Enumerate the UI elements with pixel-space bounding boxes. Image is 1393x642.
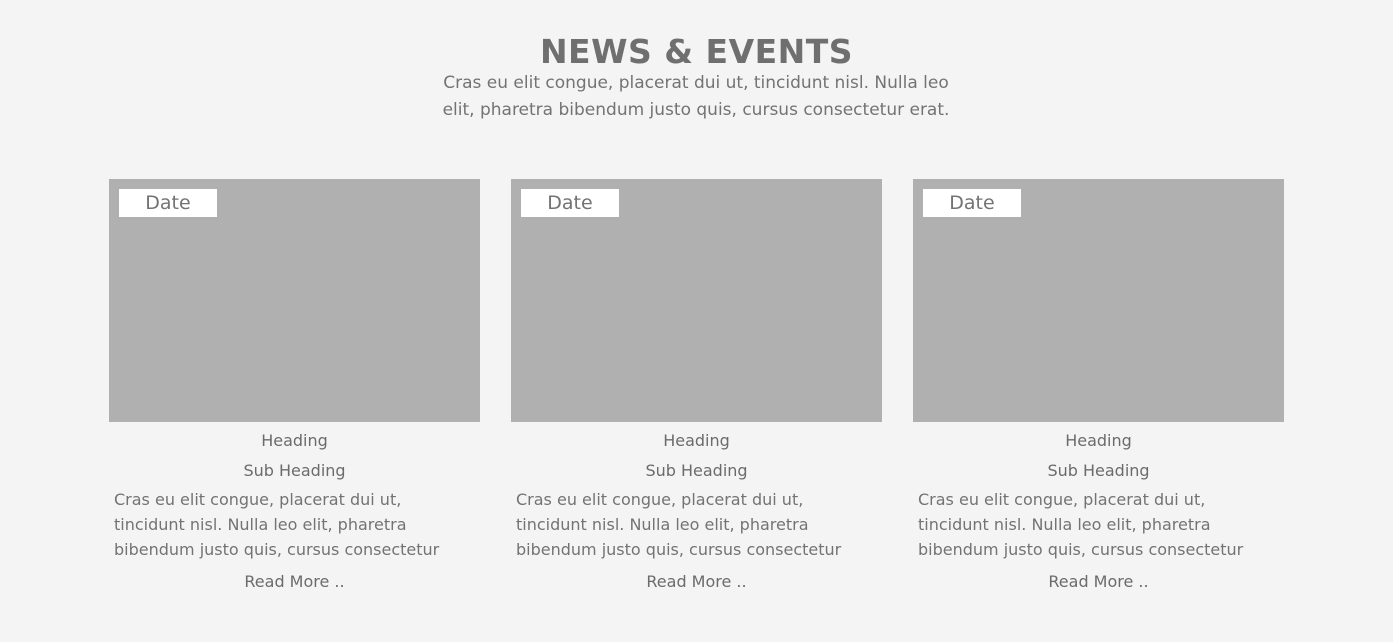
date-badge: Date (923, 189, 1021, 217)
news-card: Date Heading Sub Heading Cras eu elit co… (511, 179, 882, 609)
read-more-link[interactable]: Read More .. (1048, 572, 1149, 591)
section-intro: Cras eu elit congue, placerat dui ut, ti… (442, 73, 950, 120)
card-text: Cras eu elit congue, placerat dui ut, ti… (516, 490, 842, 559)
card-heading: Heading (663, 431, 730, 450)
date-badge: Date (521, 189, 619, 217)
card-subheading: Sub Heading (1047, 461, 1150, 480)
news-card: Date Heading Sub Heading Cras eu elit co… (913, 179, 1284, 609)
date-badge: Date (119, 189, 217, 217)
card-image-placeholder[interactable]: Date (913, 179, 1284, 422)
card-heading: Heading (1065, 431, 1132, 450)
card-subheading: Sub Heading (645, 461, 748, 480)
read-more-link[interactable]: Read More .. (244, 572, 345, 591)
section-title: NEWS & EVENTS (539, 32, 854, 71)
card-subheading: Sub Heading (243, 461, 346, 480)
card-heading: Heading (261, 431, 328, 450)
news-card: Date Heading Sub Heading Cras eu elit co… (109, 179, 480, 609)
card-image-placeholder[interactable]: Date (109, 179, 480, 422)
card-text: Cras eu elit congue, placerat dui ut, ti… (918, 490, 1244, 559)
card-text: Cras eu elit congue, placerat dui ut, ti… (114, 490, 440, 559)
card-image-placeholder[interactable]: Date (511, 179, 882, 422)
read-more-link[interactable]: Read More .. (646, 572, 747, 591)
